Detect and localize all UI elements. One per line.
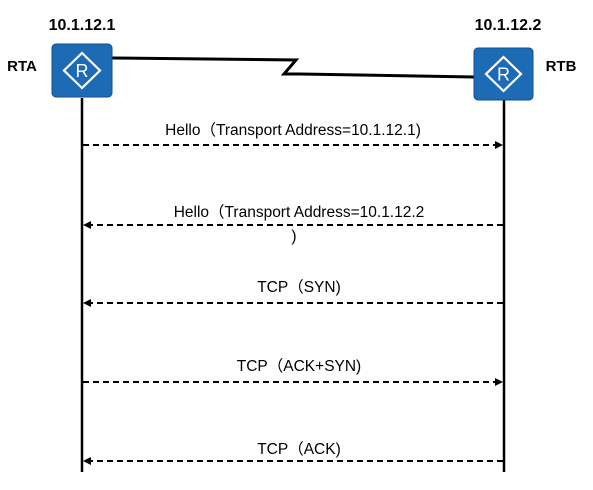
message-label: Hello（Transport Address=10.1.12.2 bbox=[174, 204, 425, 221]
message-tcp-ack-syn: TCP（ACK+SYN) bbox=[83, 358, 503, 386]
serial-link bbox=[111, 56, 475, 79]
message-hello-rtb: Hello（Transport Address=10.1.12.2 ) bbox=[83, 204, 503, 245]
message-tcp-syn: TCP（SYN) bbox=[83, 279, 503, 307]
message-label: TCP（SYN) bbox=[257, 279, 341, 296]
message-label: Hello（Transport Address=10.1.12.1) bbox=[165, 122, 421, 139]
router-icon: R bbox=[473, 47, 534, 101]
router-icon: R bbox=[51, 43, 113, 98]
rta-ip-label: 10.1.12.1 bbox=[49, 17, 116, 34]
message-label: TCP（ACK) bbox=[257, 441, 341, 458]
rtb-ip-label: 10.1.12.2 bbox=[475, 17, 542, 34]
message-tcp-ack: TCP（ACK) bbox=[83, 441, 503, 465]
router-symbol: R bbox=[76, 61, 89, 81]
router-symbol: R bbox=[497, 65, 510, 85]
message-label: TCP（ACK+SYN) bbox=[237, 358, 361, 375]
message-hello-rta: Hello（Transport Address=10.1.12.1) bbox=[83, 122, 503, 149]
rtb-name-label: RTB bbox=[546, 58, 577, 75]
rta-name-label: RTA bbox=[7, 58, 37, 75]
router-rta: 10.1.12.1 RTA R bbox=[7, 17, 116, 98]
router-rtb: 10.1.12.2 RTB R bbox=[473, 17, 577, 101]
message-label-continuation: ) bbox=[291, 228, 296, 245]
